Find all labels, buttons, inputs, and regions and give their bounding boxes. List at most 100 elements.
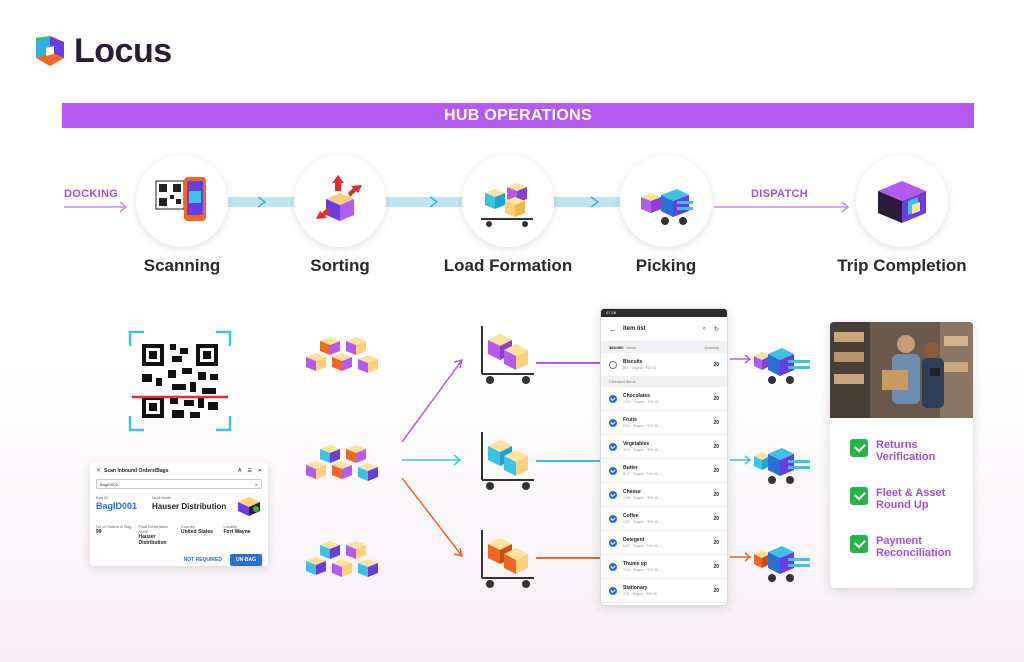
checked-items-header: Checked Items <box>601 377 727 387</box>
item-qty: 20 <box>713 443 719 450</box>
warehouse-photo <box>830 322 973 418</box>
next-node-value: Hauser Distribution <box>152 502 227 511</box>
item-sub: DET · 50gms · ₹20.00 <box>623 544 658 548</box>
item-sub: FRU · 50gms · ₹20.00 <box>623 424 658 428</box>
trolley-orange-icon <box>481 530 534 588</box>
checklist-item: Payment Reconciliation <box>850 535 973 559</box>
chevron-right-icon <box>429 196 439 208</box>
checked-icon[interactable] <box>609 490 617 499</box>
dispatch-label: DISPATCH <box>751 188 808 200</box>
stage-label: Scanning <box>143 256 221 275</box>
stage-trip-completion <box>856 155 948 247</box>
stage-load-formation <box>462 155 554 247</box>
back-arrow-icon[interactable]: ← <box>609 324 617 334</box>
scan-inbound-panel: ✕ Scan Inbound Orders/Bags A ☰ ✕ BagID00… <box>90 462 268 566</box>
check-icon <box>850 439 868 457</box>
dispatch-arrow <box>714 201 850 213</box>
item-name: Coffee <box>623 513 639 519</box>
check-icon <box>850 535 868 553</box>
hub-operations-banner: HUB OPERATIONS <box>62 103 974 128</box>
connector-orange <box>536 557 602 559</box>
checklist-text: Returns Verification <box>876 439 936 463</box>
stage-picking <box>620 155 712 247</box>
orders-label: No of Orders in Bag <box>96 524 132 529</box>
item-sub: THU · 50gms · ₹20.00 <box>623 568 658 572</box>
arrow-right <box>730 455 752 465</box>
item-name: Vegetables <box>623 441 650 447</box>
stage-scanning <box>136 155 228 247</box>
truck-icon <box>878 181 926 223</box>
stage-label: Load Formation <box>443 256 573 275</box>
checked-icon[interactable] <box>609 394 617 403</box>
checked-icon[interactable] <box>609 514 617 523</box>
locus-logo: Locus <box>32 32 172 71</box>
status-bar: 07:28 <box>601 309 727 317</box>
docking-arrow <box>64 201 128 213</box>
sorting-box-clusters <box>306 337 378 577</box>
search-icon[interactable]: ⌕ <box>702 325 706 332</box>
locality-value: Fort Wayne <box>223 529 251 535</box>
stage-label: Picking <box>635 256 697 275</box>
next-node-label: Next Node <box>152 495 171 500</box>
checked-icon[interactable] <box>609 466 617 475</box>
bag-id-label: Bag ID <box>96 495 109 500</box>
stage-label: Trip Completion <box>837 256 967 275</box>
checked-icon[interactable] <box>609 442 617 451</box>
arrow-right <box>730 354 752 364</box>
item-name: Fruits <box>623 417 637 423</box>
item-name: Butter <box>623 465 638 471</box>
trolley-boxes-icon <box>481 183 533 227</box>
unbag-button[interactable]: UN-BAG <box>230 554 262 566</box>
forklift-orange-icon <box>754 546 810 582</box>
close-icon[interactable]: ✕ <box>257 467 262 474</box>
scan-input[interactable]: BagID001 ✕ <box>96 479 262 489</box>
summary-items: Items <box>626 344 637 350</box>
unchecked-icon[interactable] <box>609 360 617 369</box>
chevron-right-icon <box>590 196 600 208</box>
item-qty: 20 <box>713 587 719 594</box>
not-required-button[interactable]: NOT REQUIRED <box>183 557 222 563</box>
locus-logo-icon <box>36 35 64 66</box>
item-sub: BUT · 50gms · ₹20.00 <box>623 472 658 476</box>
status-time: 07:28 <box>606 310 617 315</box>
checklist-text: Payment Reconciliation <box>876 535 952 559</box>
font-size-icon[interactable]: A <box>237 467 242 474</box>
menu-icon[interactable]: ☰ <box>247 467 252 474</box>
trolley-purple-icon <box>481 326 534 384</box>
scan-panel-title: Scan Inbound Orders/Bags <box>104 467 169 474</box>
item-sub: BIS · 50gms · ₹20.00 <box>623 366 657 370</box>
item-qty: 20 <box>713 395 719 402</box>
close-icon[interactable]: ✕ <box>96 468 102 474</box>
connector-purple <box>536 362 602 364</box>
chevron-right-icon <box>257 196 267 208</box>
checked-icon[interactable] <box>609 562 617 571</box>
docking-label: DOCKING <box>64 188 119 200</box>
refresh-icon[interactable]: ↻ <box>713 326 719 333</box>
item-qty: 20 <box>713 563 719 570</box>
checked-icon[interactable] <box>609 586 617 595</box>
checked-icon[interactable] <box>609 418 617 427</box>
item-name: Cheese <box>623 489 641 495</box>
item-sub: COF · 50gms · ₹20.00 <box>623 520 659 524</box>
checked-icon[interactable] <box>609 538 617 547</box>
bag-id-value: BagID001 <box>96 501 138 511</box>
orders-value: 99 <box>96 529 102 535</box>
item-sub: STA · 50gms · ₹20.00 <box>623 592 658 596</box>
scan-input-value: BagID001 <box>100 481 118 487</box>
trip-completion-card: Returns Verification Fleet & Asset Round… <box>830 322 973 588</box>
qr-code-scan <box>128 330 232 432</box>
stage-label: Sorting <box>310 256 370 275</box>
clear-icon[interactable]: ✕ <box>254 481 258 487</box>
checklist-item: Fleet & Asset Round Up <box>850 487 973 511</box>
forklift-teal-icon <box>754 448 810 484</box>
